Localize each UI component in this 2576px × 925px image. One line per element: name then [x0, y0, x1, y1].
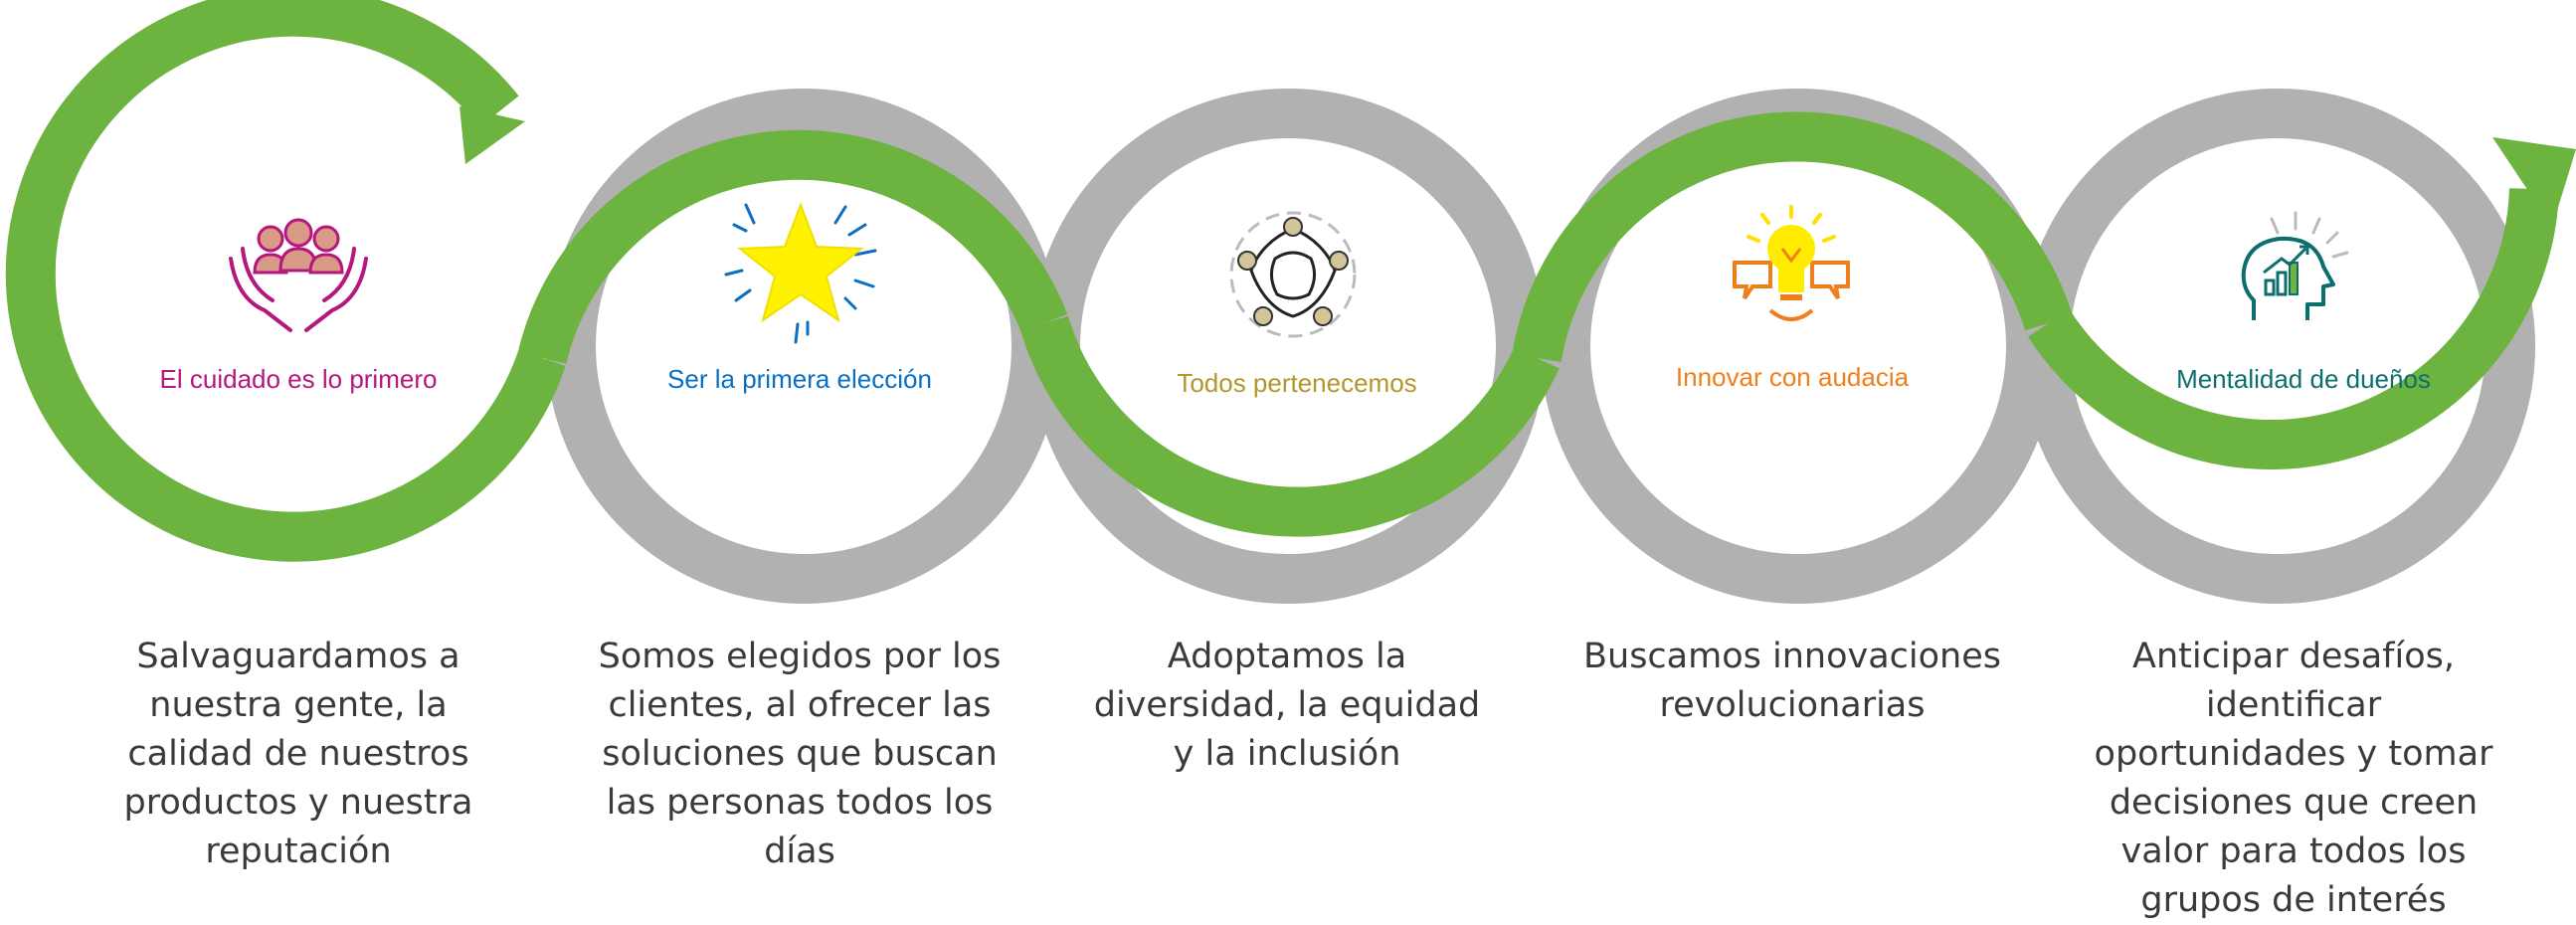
value-title-3: Todos pertenecemos [1177, 368, 1417, 398]
ring-4-green-arc [1512, 111, 2073, 363]
lightbulb-speech-bubbles-icon [1733, 205, 1850, 321]
value-title-4: Innovar con audacia [1675, 362, 1910, 392]
head-growth-chart-icon [2241, 211, 2349, 320]
ring-5-gray [2020, 89, 2535, 604]
people-circle-icon [1229, 211, 1357, 338]
values-ring-chain [5, 0, 2576, 604]
value-description-1: Salvaguardamos a nuestra gente, la calid… [123, 637, 473, 871]
value-description-5: Anticipar desafíos, identificar oportuni… [2094, 637, 2493, 920]
ring-5-arrowhead [2492, 137, 2576, 227]
value-description-2: Somos elegidos por los clientes, al ofre… [598, 637, 1002, 871]
value-title-5: Mentalidad de dueños [2176, 364, 2431, 394]
ring-1-green-arc [5, 0, 566, 562]
ring-5-green-arc [2027, 188, 2559, 469]
ring-1-arrowhead [460, 106, 525, 164]
value-title-2: Ser la primera elección [667, 364, 932, 394]
ring-2-green-arc [517, 129, 1068, 364]
value-description-4: Buscamos innovaciones revolucionarias [1583, 637, 2001, 725]
caring-hands-people-icon [229, 218, 368, 332]
star-icon [724, 202, 877, 344]
value-title-1: El cuidado es lo primero [159, 364, 438, 394]
value-description-3: Adoptamos la diversidad, la equidad y la… [1093, 637, 1481, 774]
ring-3-green-arc [1020, 315, 1560, 537]
